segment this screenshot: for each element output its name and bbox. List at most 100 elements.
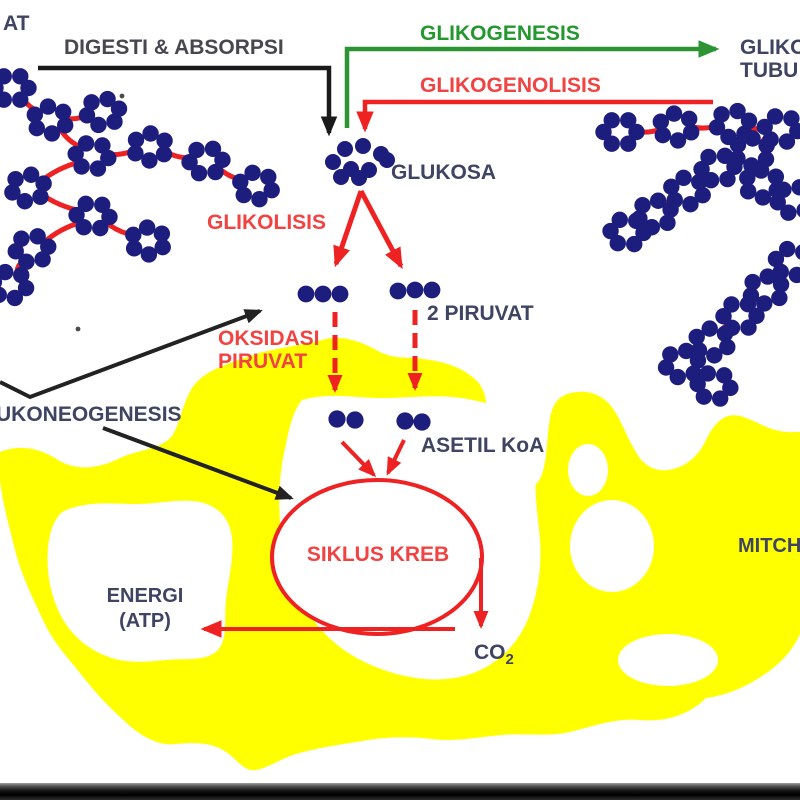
glycogen-cluster-dot (17, 279, 35, 297)
glycogen-cluster-dot (153, 225, 171, 242)
acetyl-koa-dot (328, 410, 346, 428)
glycogen-cluster-dot (603, 112, 620, 129)
asetil-koa-label: ASETIL KoA (421, 434, 545, 457)
glycogen-cluster-dot (739, 295, 757, 313)
glycogen-cluster-dot (700, 148, 717, 166)
siklus-kreb-label: SIKLUS KREB (306, 543, 450, 566)
glycogen-cluster-dot (688, 328, 705, 346)
glycogen-cluster-dot (207, 163, 224, 181)
glycogen-cluster-dot (260, 168, 277, 186)
glycogen-cluster-dot (22, 166, 40, 183)
glycogen-cluster-dot (783, 110, 800, 127)
glycogen-cluster-dot (83, 94, 100, 111)
glycogen-cluster-dot (699, 365, 717, 382)
glycogen-cluster-dot (701, 320, 718, 337)
glycogen-cluster-dot (772, 276, 790, 293)
glukoneogenesis-label: UKONEOGENESIS (0, 403, 182, 426)
digesti-arrow (38, 65, 338, 137)
glycogen-cluster-dot (772, 263, 789, 281)
glycogen-cluster-dot (682, 124, 700, 141)
glycogen-cluster-dot (26, 106, 44, 123)
glycogen-cluster-dot (0, 276, 3, 288)
glycogen-cluster-dot (43, 125, 61, 142)
glycogen-cluster-dot (6, 289, 24, 307)
acetyl-koa-dot (396, 412, 414, 430)
glycogen-cluster-dot (767, 168, 785, 185)
glycogen-cluster-dot (715, 367, 733, 384)
glycogen-cluster-dot (654, 126, 672, 144)
glycogen-cluster-dot (680, 110, 698, 128)
energi-line2: (ATP) (119, 610, 171, 632)
glycogen-cluster-dot (620, 135, 637, 152)
pyruvate-dot (297, 285, 315, 303)
glucose-unit-dot (337, 141, 353, 157)
glikolisis-label: GLIKOLISIS (207, 211, 327, 234)
glycogen-cluster-dot (94, 137, 111, 154)
oksidasi-line2: PIRUVAT (218, 349, 308, 373)
glycogen-cluster-dot (758, 137, 775, 154)
glycogen-cluster-dot (628, 212, 645, 230)
glycogen-cluster-dot (77, 195, 94, 213)
glycogen-cluster-dot (16, 193, 34, 210)
glycogen-cluster-dot (678, 342, 695, 360)
glukoneogenesis-arrow-upper (0, 309, 263, 400)
glycogen-cluster-dot (744, 273, 761, 291)
co2-base: CO (474, 641, 506, 664)
glycogen-cluster-dot (78, 107, 96, 124)
glycogen-cluster-dot (235, 186, 252, 204)
glycogen-cluster-dot (791, 179, 800, 196)
glycogen-cluster-dot (715, 308, 732, 325)
glycogen-cluster-dot (657, 359, 675, 376)
glycogen-cluster-dot (609, 234, 626, 252)
glikogen-tubuh-line1: GLIKO (740, 36, 800, 59)
glycogen-cluster-dot (744, 130, 761, 147)
glycogen-cluster-dot (726, 158, 743, 176)
glycogen-cluster-dot (35, 175, 52, 192)
glycogen-cluster-dot (141, 152, 158, 169)
glycogen-cluster-dot (100, 149, 117, 167)
glycogen-cluster-dot (780, 204, 797, 221)
pyruvate-dot (314, 285, 332, 303)
glycogen-cluster-dot (156, 132, 173, 149)
piruvat-oxidation-dashed-arrows (327, 310, 423, 393)
glycogen-cluster-dot (0, 263, 14, 281)
glycogen-cluster-dot (56, 117, 74, 134)
glycogen-cluster-dot (711, 390, 729, 407)
bottom-shadow-bar (0, 783, 800, 800)
glycogen-cluster-dot (232, 173, 249, 191)
glycogen-cluster-dot (740, 112, 758, 129)
glycogen-cluster-dot (154, 238, 171, 256)
glycogen-cluster-dot (127, 131, 145, 149)
glycogen-cluster-dot (665, 105, 683, 122)
glycogen-cluster-dot (756, 118, 773, 136)
glycogen-cluster-dot (796, 203, 800, 218)
glycogen-cluster-dot (77, 135, 95, 152)
glycogen-cluster-dot (739, 169, 756, 187)
glycogen-cluster-dot (106, 113, 123, 130)
glycogen-cluster-dot (771, 289, 788, 307)
glycogen-cluster-dot (767, 250, 785, 268)
glikogenolisis-arrow (356, 99, 713, 133)
glycogen-cluster-dot (0, 91, 12, 108)
glycogen-cluster-dot (13, 230, 30, 247)
glycogen-cluster-dot (190, 165, 208, 182)
oksidasi-piruvat-label: OKSIDASI PIRUVAT (218, 327, 320, 373)
glycogen-cluster-dot (181, 153, 198, 171)
oksidasi-line1: OKSIDASI (218, 327, 320, 350)
glycogen-cluster-dot (12, 91, 29, 108)
stray-speck (119, 93, 125, 99)
pyruvate-molecules (297, 281, 441, 303)
glycogen-cluster-dot (778, 133, 796, 150)
glycogen-cluster-dot (125, 240, 143, 257)
acetyl-koa-dot (413, 413, 431, 431)
glycogen-cluster-dot (759, 268, 776, 285)
glycogen-cluster-dot (127, 145, 144, 162)
glycogen-cluster-dot (788, 266, 800, 284)
energi-atp-label: ENERGI (ATP) (95, 584, 195, 634)
glycogen-cluster-dot (635, 224, 652, 242)
glycogen-cluster-dot (0, 81, 4, 95)
glycogen-cluster-dot (682, 196, 699, 213)
acetyl-koa-molecules (328, 410, 431, 431)
glycogen-cluster-dot (689, 352, 707, 369)
